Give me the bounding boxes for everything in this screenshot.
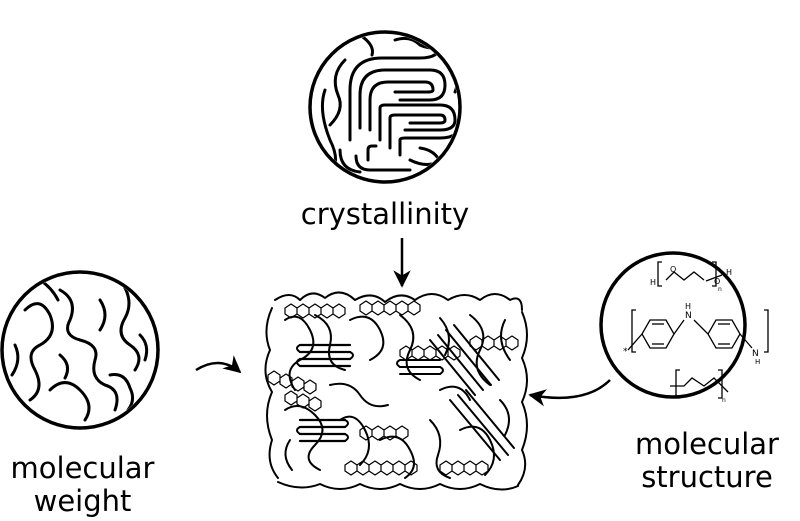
chem-nh-h: H: [685, 302, 691, 311]
polyethylene-structure: [670, 369, 729, 399]
pani-structure: [627, 309, 769, 353]
random-coil-chains: [10, 278, 149, 422]
crystallinity-circle: [308, 30, 462, 184]
polymer-morphology-block: [264, 291, 528, 491]
chem-n-sub-1: n: [718, 286, 722, 293]
chem-n-sub-2: n: [722, 397, 726, 404]
chem-o2: O: [714, 277, 720, 286]
molecular-structure-label-line1: molecular: [635, 427, 779, 461]
chem-h3: H: [755, 358, 760, 366]
chem-n2: N: [752, 349, 759, 359]
molecular-weight-label-line1: molecular: [10, 451, 155, 485]
molecular-weight-circle: [0, 270, 160, 430]
molecular-structure-circle: H O O H n N H N H *: [599, 251, 769, 404]
molecular-weight-arrow: [195, 355, 242, 374]
hexagon-strips: [267, 300, 519, 476]
chem-h2: H: [726, 268, 732, 277]
peg-structure: [657, 261, 723, 287]
chem-nh-n: N: [685, 311, 692, 321]
chem-h: H: [650, 278, 656, 287]
molecular-structure-arrow: [528, 379, 611, 407]
chem-star: *: [623, 347, 628, 357]
molecular-structure-label-line2: structure: [641, 460, 773, 494]
molecular-weight-label-line2: weight: [33, 484, 132, 518]
chem-o1: O: [670, 265, 676, 274]
crystallinity-label: crystallinity: [300, 197, 470, 231]
